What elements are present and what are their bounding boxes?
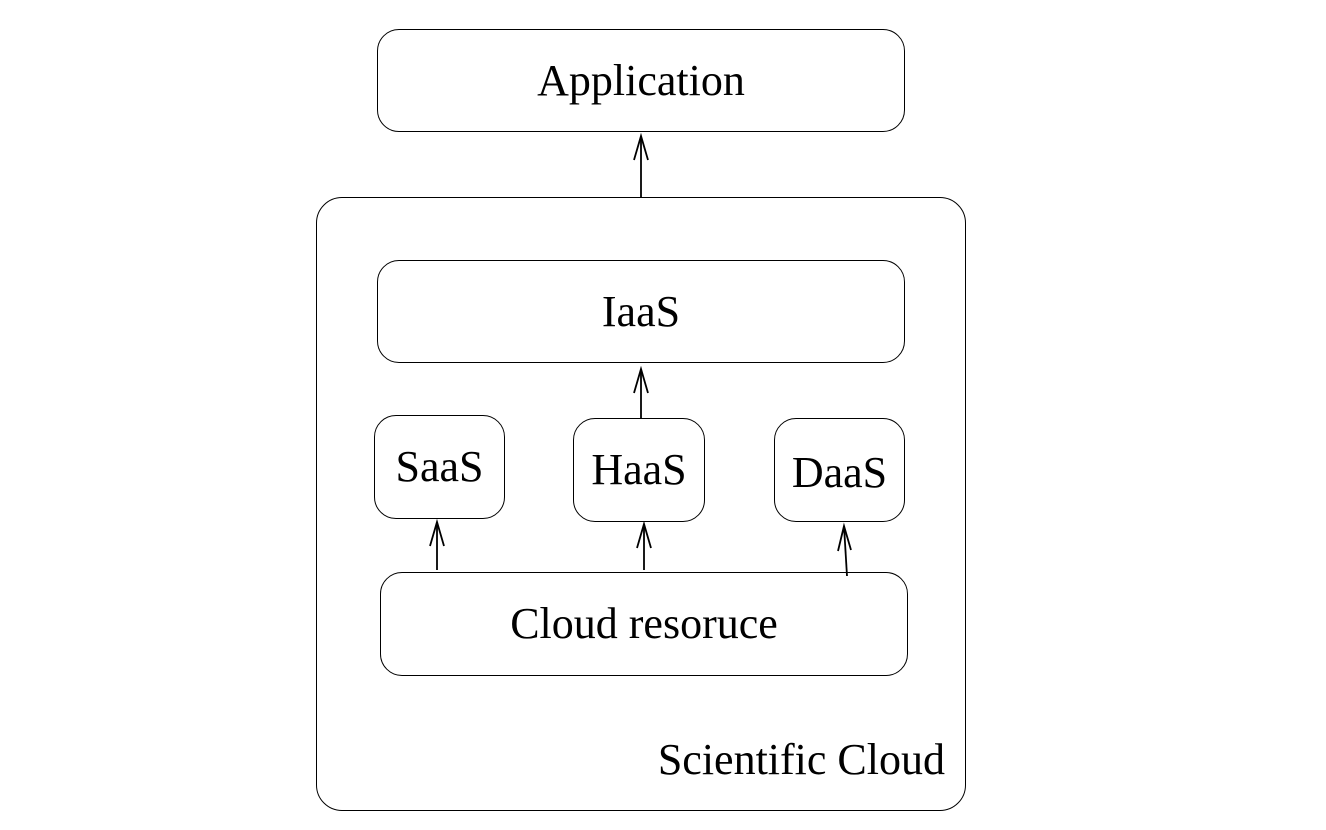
cloud-resource-node: Cloud resoruce xyxy=(380,572,908,676)
daas-label: DaaS xyxy=(791,448,888,497)
application-node: Application xyxy=(377,29,905,132)
iaas-label: IaaS xyxy=(601,286,681,336)
application-label: Application xyxy=(537,55,745,105)
cloud-resource-label: Cloud resoruce xyxy=(510,599,778,648)
haas-node: HaaS xyxy=(573,418,705,522)
scientific-cloud-label: Scientific Cloud xyxy=(657,735,945,784)
daas-node: DaaS xyxy=(774,418,905,522)
arrow-cloud-to-application xyxy=(633,132,649,197)
haas-label: HaaS xyxy=(591,445,687,494)
iaas-node: IaaS xyxy=(377,260,905,363)
saas-label: SaaS xyxy=(395,442,484,491)
saas-node: SaaS xyxy=(374,415,505,519)
